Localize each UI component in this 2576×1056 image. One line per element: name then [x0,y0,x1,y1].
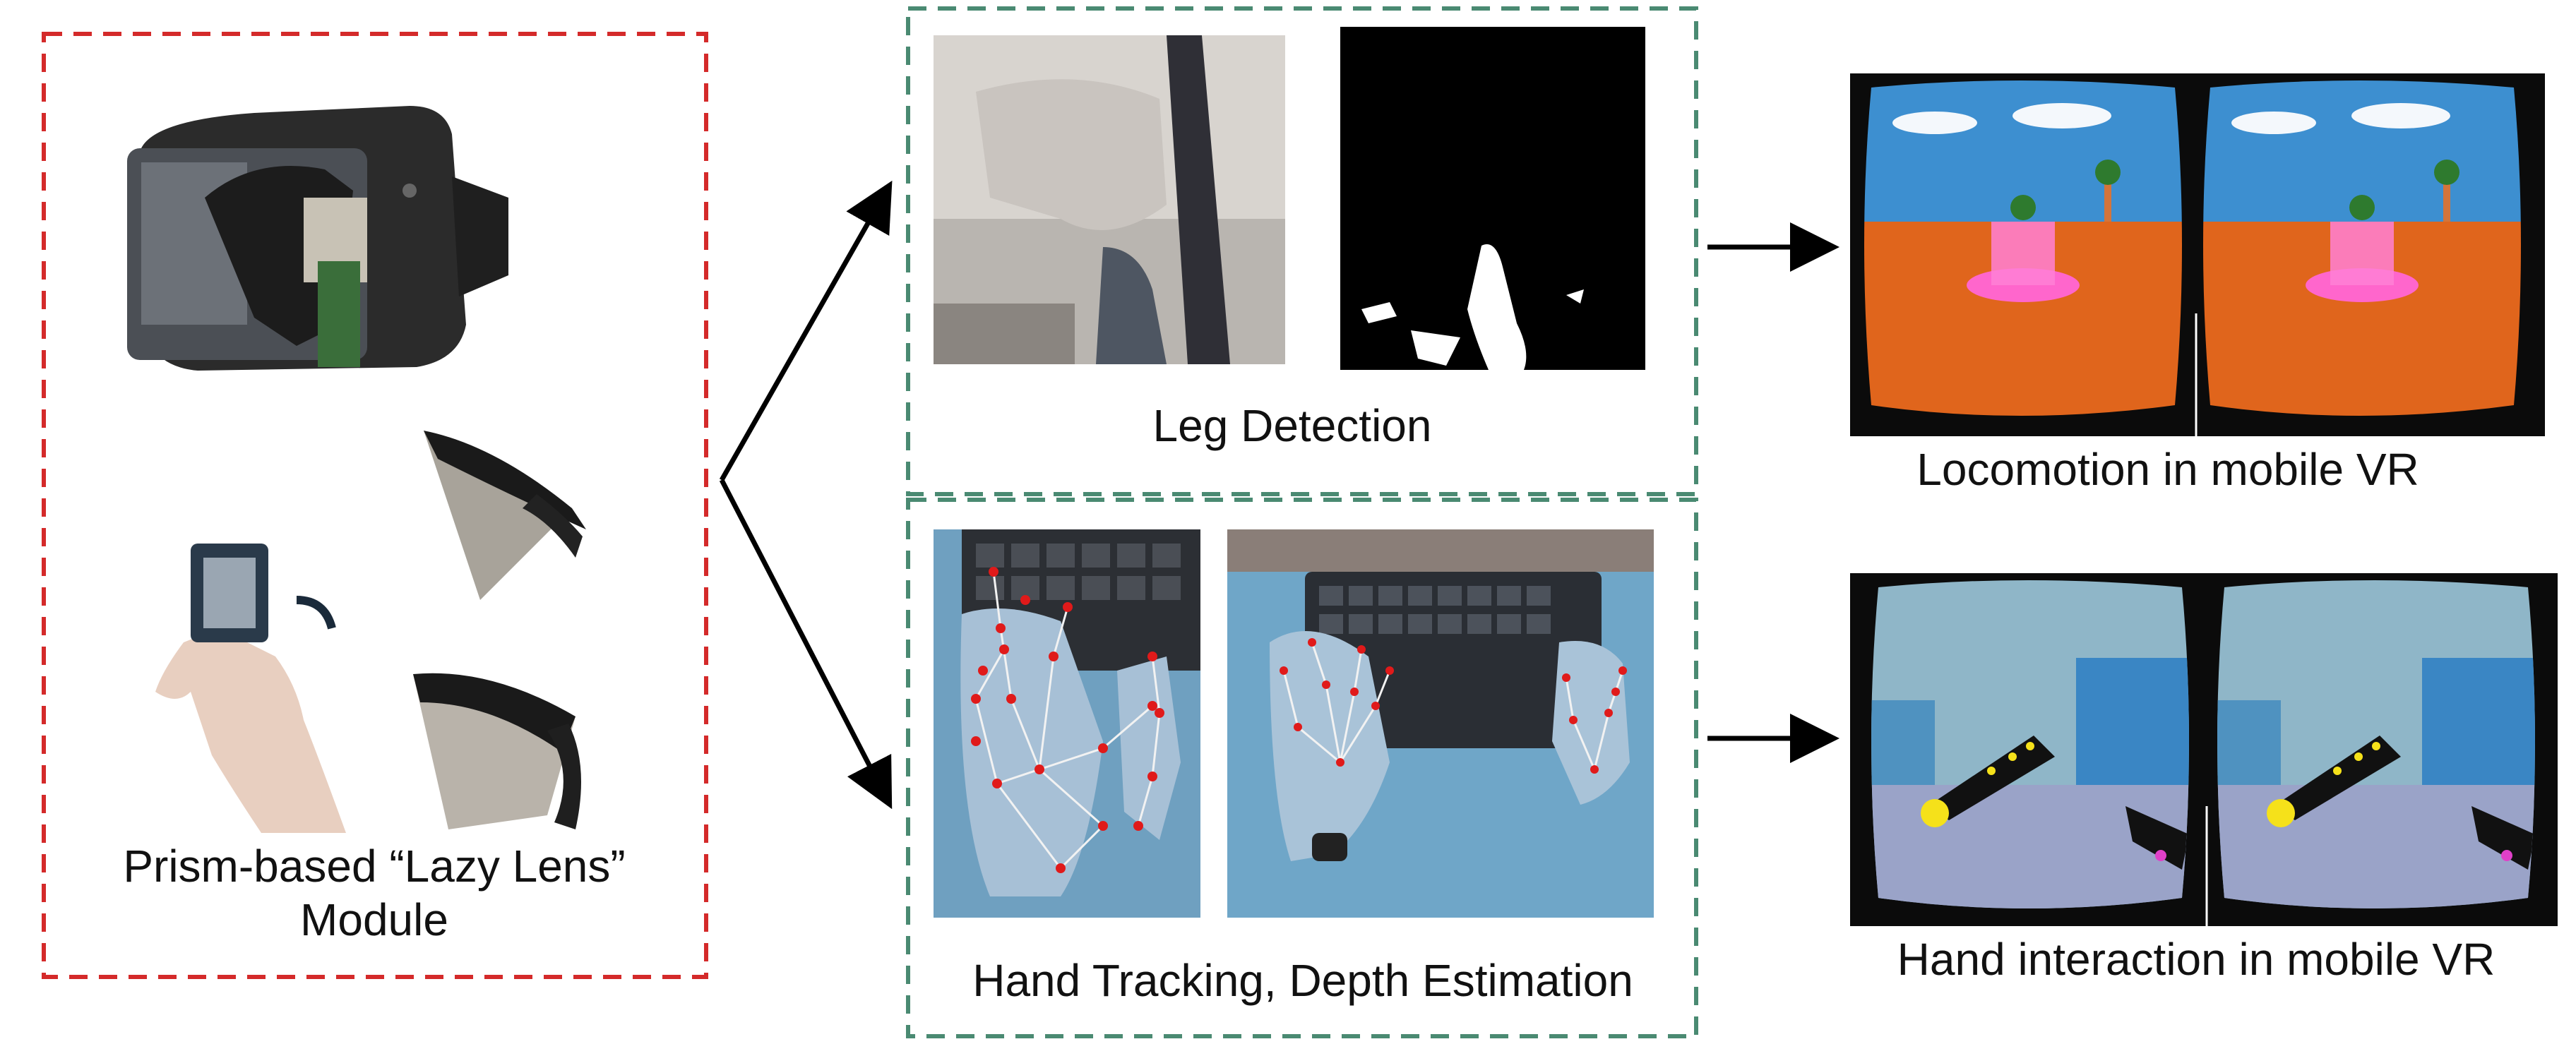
leg-detection-caption: Leg Detection [1152,400,1432,451]
arrow-icon [719,180,1839,810]
leg-detection-border [906,6,1698,496]
leg-mask-image [1340,27,1645,370]
locomotion-vr-view [1850,73,2545,436]
hand-depth-image [1227,529,1654,918]
prism-icon [413,673,581,829]
hand-tracking-image [934,529,1200,918]
hand-tracking-caption: Hand Tracking, Depth Estimation [972,955,1633,1006]
module-border [42,32,708,979]
hand-interaction-vr-view [1850,573,2558,926]
hand-holding-prism-icon [155,544,346,833]
module-caption-line2: Module [300,894,448,945]
module-caption-line1: Prism-based “Lazy Lens” [123,841,626,892]
vr-headset-icon [127,106,508,371]
prism-icon [424,431,586,600]
module-caption: Prism-based “Lazy Lens” Module [64,840,685,947]
hand-tracking-border [906,498,1698,1038]
locomotion-caption: Locomotion in mobile VR [1916,444,2419,495]
leg-camera-image [934,35,1285,364]
hand-interaction-caption: Hand interaction in mobile VR [1897,934,2496,985]
